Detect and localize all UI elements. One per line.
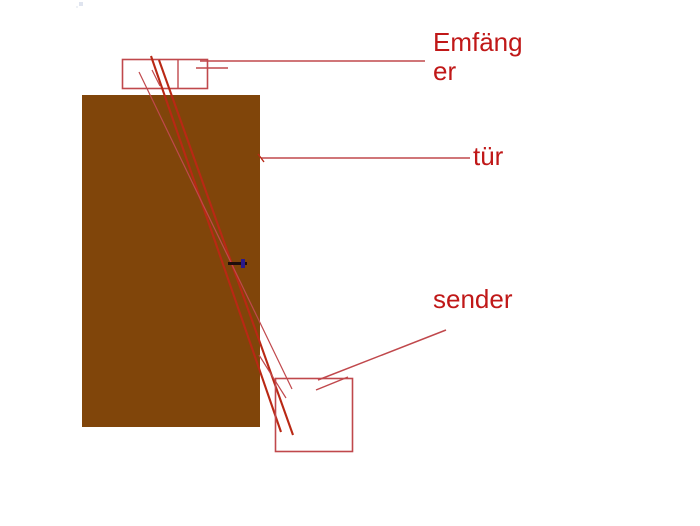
guide-line-lower	[258, 354, 287, 399]
leader-line-sender-tick	[315, 376, 349, 391]
leader-line-tuer-tick	[257, 153, 265, 163]
sender-box	[274, 377, 354, 453]
leader-line-sender	[317, 329, 447, 381]
label-sender: sender	[433, 284, 513, 314]
guide-line-right	[151, 69, 161, 87]
guide-line-left	[138, 71, 293, 390]
label-emfaenger-line2: er	[433, 56, 457, 86]
label-emfaenger-line1: Emfäng	[433, 27, 523, 57]
receiver-box	[121, 58, 209, 90]
cursor-marker	[228, 259, 247, 268]
door-panel	[82, 95, 260, 427]
label-tuer: tür	[473, 141, 504, 171]
corner-artifact	[76, 2, 83, 8]
beam-outer	[150, 55, 282, 433]
